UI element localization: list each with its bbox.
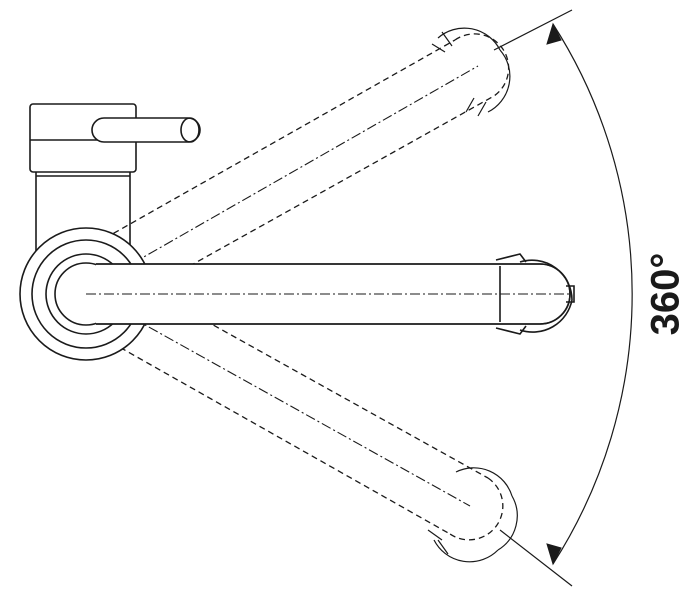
aerator-main bbox=[495, 253, 575, 335]
faucet-body bbox=[29, 103, 201, 262]
lever-handle bbox=[91, 117, 201, 143]
rotation-angle-label: 360° bbox=[644, 253, 688, 336]
rotation-arc bbox=[546, 22, 633, 566]
spout-main bbox=[86, 253, 575, 335]
spout-tip-upper bbox=[431, 27, 511, 117]
spout-rotated-lower bbox=[67, 261, 518, 563]
swivel-limit-lines bbox=[493, 9, 573, 587]
spout-tip-lower bbox=[427, 467, 518, 563]
